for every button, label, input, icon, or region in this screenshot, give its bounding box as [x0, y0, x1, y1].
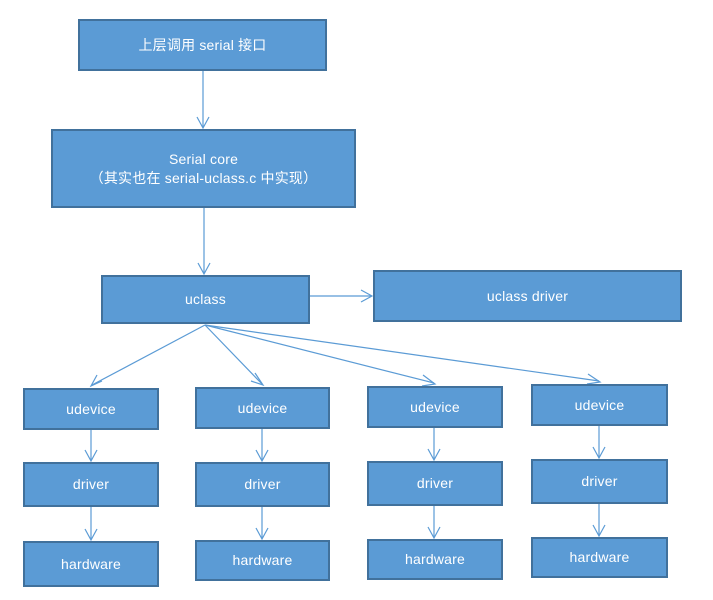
node-label: hardware [232, 552, 293, 569]
node-label: hardware [405, 551, 465, 568]
node-driver-1[interactable]: driver [23, 462, 159, 507]
edge-core-to-uclass [197, 208, 211, 276]
node-label: driver [416, 475, 454, 492]
node-label: driver [581, 473, 618, 490]
node-label: udevice [66, 400, 116, 417]
node-udevice-4[interactable]: udevice [531, 384, 668, 426]
node-label: driver [72, 476, 110, 493]
edge-top-to-core [196, 71, 210, 130]
edge-driver-to-hardware-3 [427, 506, 441, 540]
node-serial-core[interactable]: Serial core （其实也在 serial-uclass.c 中实现） [51, 129, 356, 208]
node-hardware-3[interactable]: hardware [367, 539, 503, 580]
node-label-line1: Serial core [168, 150, 239, 167]
edge-udevice-to-driver-3 [427, 428, 441, 462]
edge-driver-to-hardware-2 [255, 507, 269, 541]
edge-uclass-to-udevice-4 [204, 324, 602, 385]
node-udevice-3[interactable]: udevice [367, 386, 503, 428]
node-hardware-4[interactable]: hardware [531, 537, 668, 578]
node-label: uclass [185, 291, 226, 308]
node-uclass[interactable]: uclass [101, 275, 310, 324]
node-label: uclass driver [486, 287, 569, 304]
node-driver-3[interactable]: driver [367, 461, 503, 506]
node-label-line2: （其实也在 serial-uclass.c 中实现） [89, 169, 318, 186]
node-driver-4[interactable]: driver [531, 459, 668, 504]
node-label: udevice [237, 399, 288, 416]
node-label: driver [244, 476, 281, 493]
edge-udevice-to-driver-4 [592, 426, 606, 460]
node-label: udevice [410, 398, 460, 415]
edge-udevice-to-driver-2 [255, 429, 269, 463]
edge-uclass-to-udevice-2 [204, 324, 265, 387]
edge-uclass-to-uclassdriver [310, 289, 374, 303]
edge-udevice-to-driver-1 [84, 430, 98, 463]
node-hardware-2[interactable]: hardware [195, 540, 330, 581]
node-upper-layer-serial-api[interactable]: 上层调用 serial 接口 [78, 19, 327, 71]
node-udevice-1[interactable]: udevice [23, 388, 159, 430]
node-hardware-1[interactable]: hardware [23, 541, 159, 587]
node-label: hardware [569, 549, 630, 566]
node-label: udevice [574, 396, 625, 413]
edge-uclass-to-udevice-1 [89, 324, 206, 388]
node-label: 上层调用 serial 接口 [138, 36, 267, 53]
node-driver-2[interactable]: driver [195, 462, 330, 507]
edge-driver-to-hardware-1 [84, 507, 98, 542]
edge-uclass-to-udevice-3 [204, 324, 437, 387]
edge-driver-to-hardware-4 [592, 504, 606, 538]
node-label: hardware [61, 555, 121, 572]
node-uclass-driver[interactable]: uclass driver [373, 270, 682, 322]
node-udevice-2[interactable]: udevice [195, 387, 330, 429]
